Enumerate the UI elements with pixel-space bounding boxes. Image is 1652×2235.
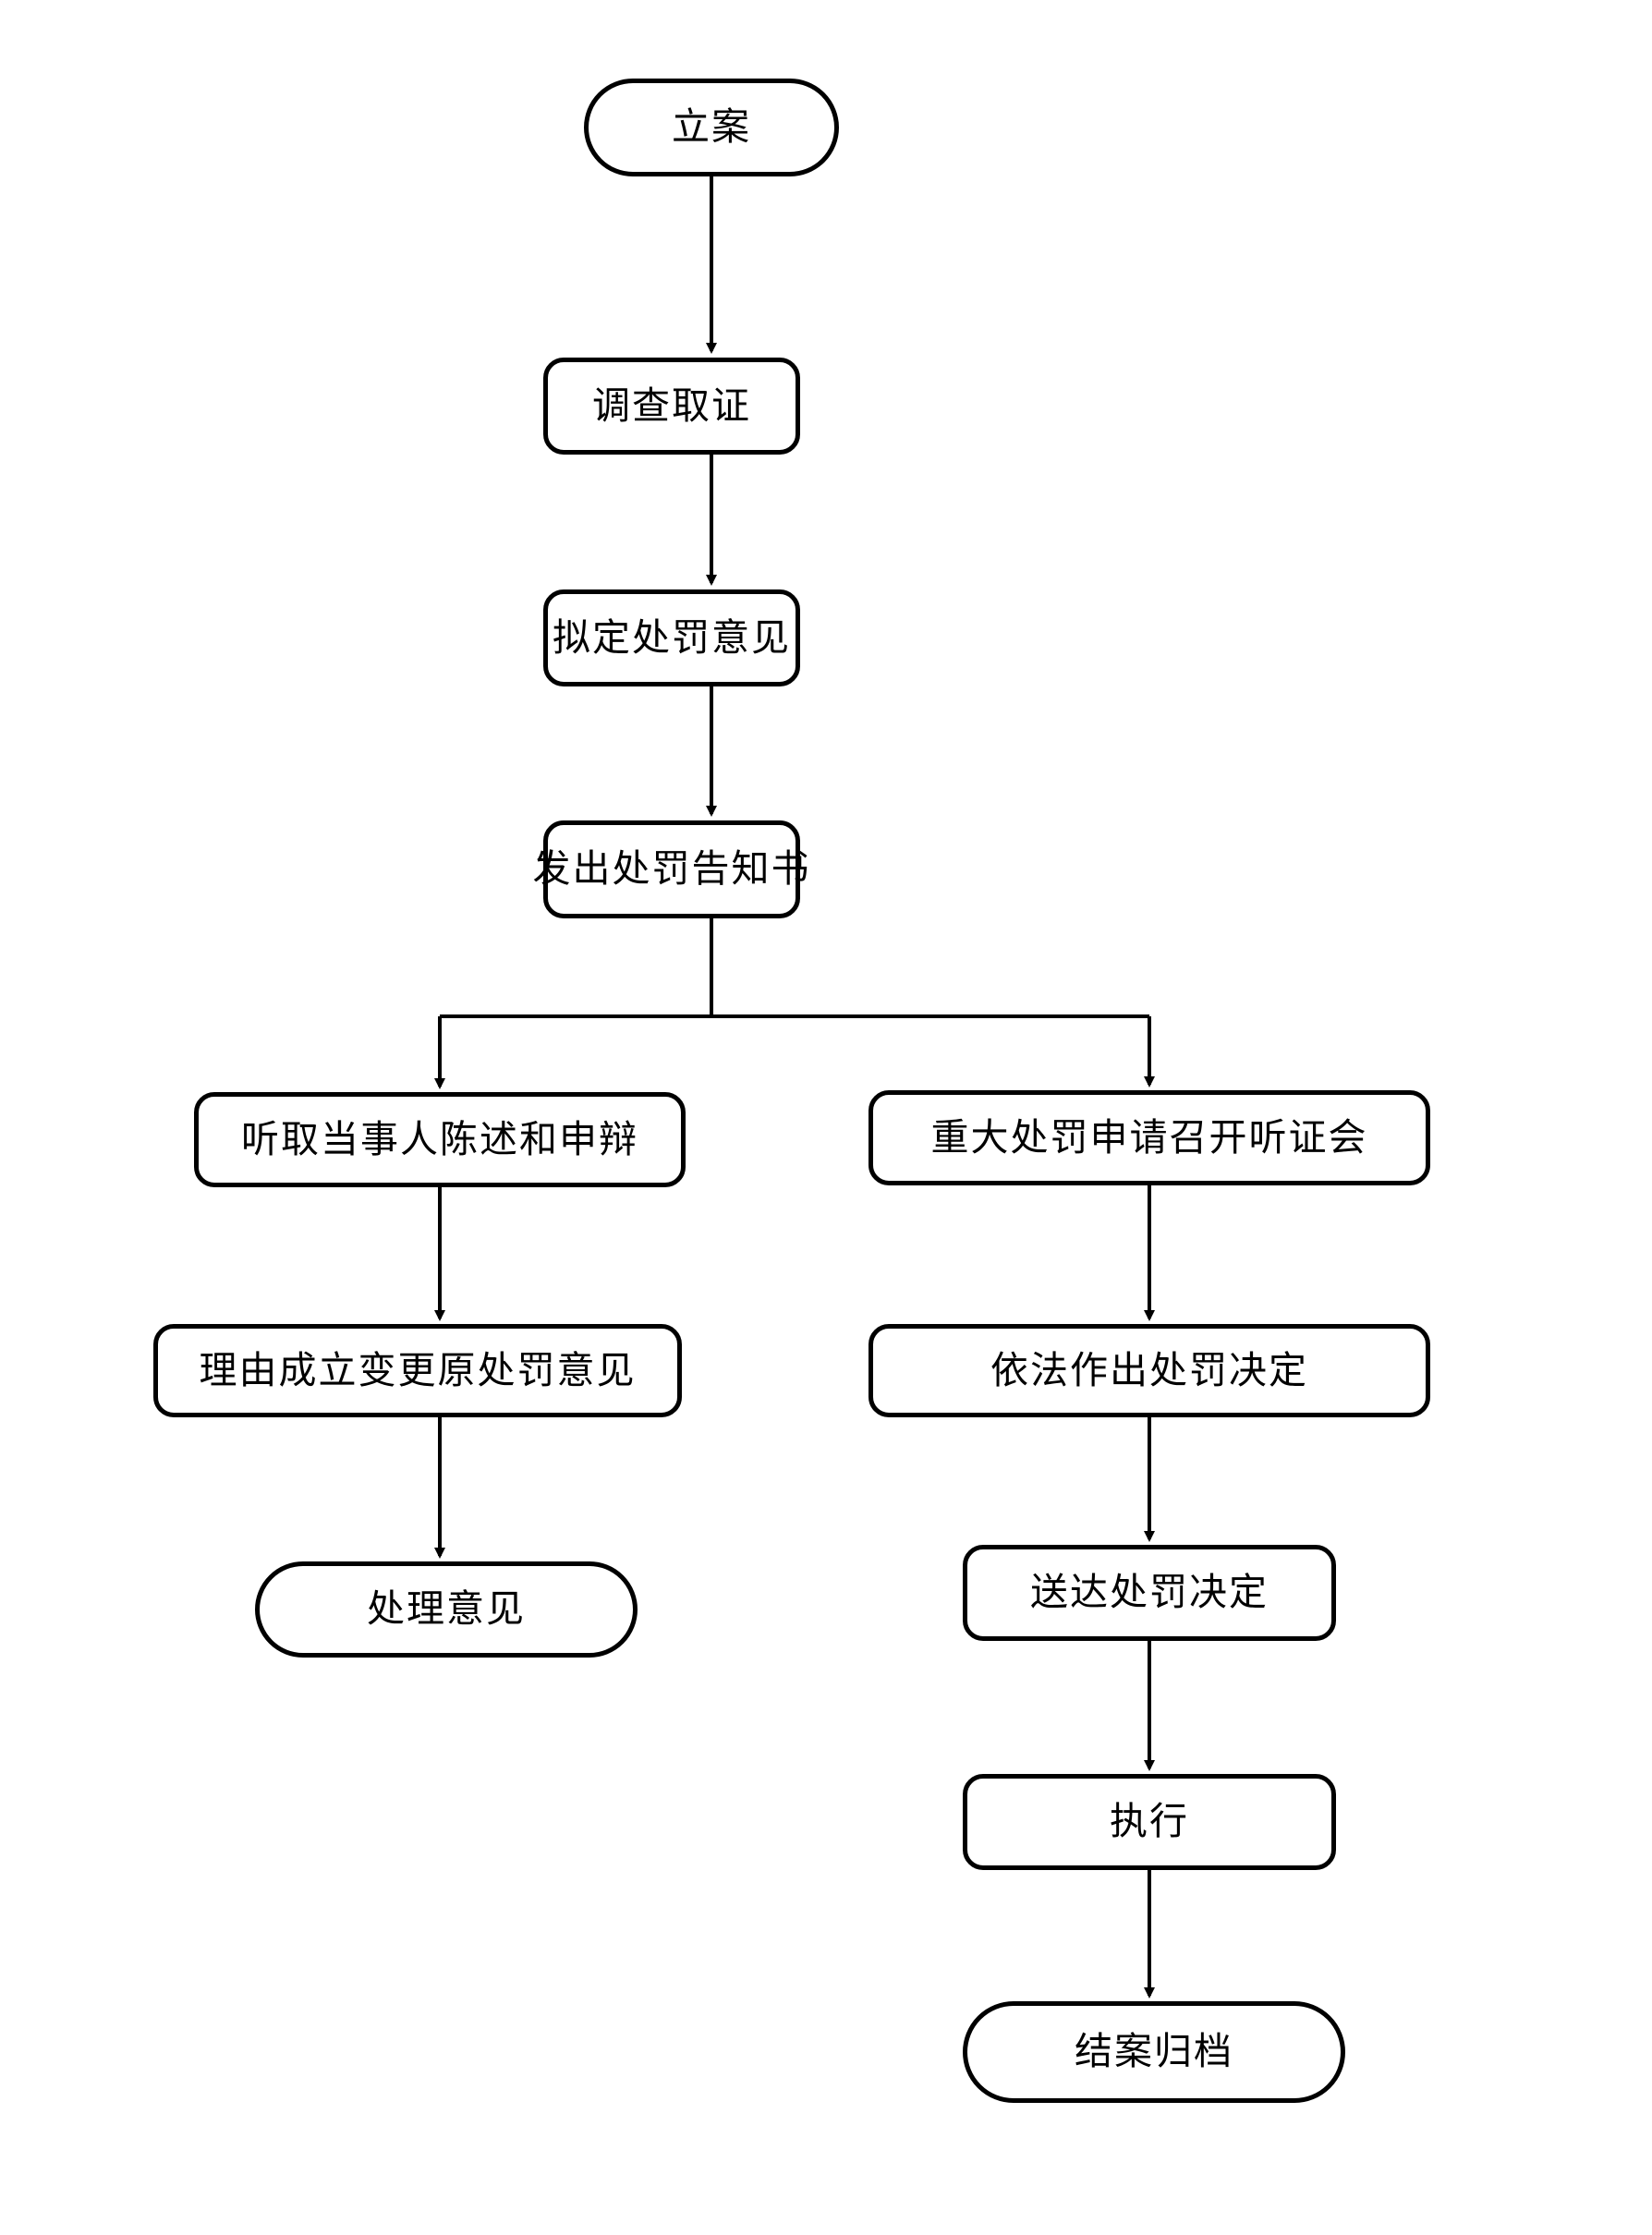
node-close-case-archive[interactable]: 结案归档 [963,2001,1345,2103]
node-issue-penalty-notice[interactable]: 发出处罚告知书 [533,820,809,918]
node-label: 依法作出处罚决定 [990,1347,1308,1392]
node-label: 处理意见 [367,1586,526,1632]
node-make-penalty-decision[interactable]: 依法作出处罚决定 [869,1324,1430,1417]
node-label: 送达处罚决定 [1030,1570,1269,1615]
node-label: 听取当事人陈述和申辩 [241,1116,638,1161]
node-label: 理由成立变更原处罚意见 [199,1347,637,1392]
node-serve-penalty-decision[interactable]: 送达处罚决定 [963,1545,1336,1641]
node-label: 结案归档 [1075,2029,1233,2074]
node-hear-party-statement[interactable]: 听取当事人陈述和申辩 [194,1092,686,1187]
node-label: 调查取证 [592,383,751,428]
node-label: 发出处罚告知书 [532,846,811,892]
node-draft-penalty-opinion[interactable]: 拟定处罚意见 [543,589,800,686]
node-execution[interactable]: 执行 [963,1774,1336,1870]
node-case-filing[interactable]: 立案 [584,79,839,176]
node-major-penalty-hearing-request[interactable]: 重大处罚申请召开听证会 [869,1090,1430,1185]
node-label: 执行 [1110,1799,1189,1844]
node-modify-original-penalty-opinion[interactable]: 理由成立变更原处罚意见 [153,1324,682,1417]
node-handling-opinion[interactable]: 处理意见 [255,1561,638,1658]
node-label: 重大处罚申请召开听证会 [930,1114,1368,1160]
node-investigation-evidence[interactable]: 调查取证 [543,358,800,455]
node-label: 立案 [672,104,751,150]
node-label: 拟定处罚意见 [553,614,791,660]
